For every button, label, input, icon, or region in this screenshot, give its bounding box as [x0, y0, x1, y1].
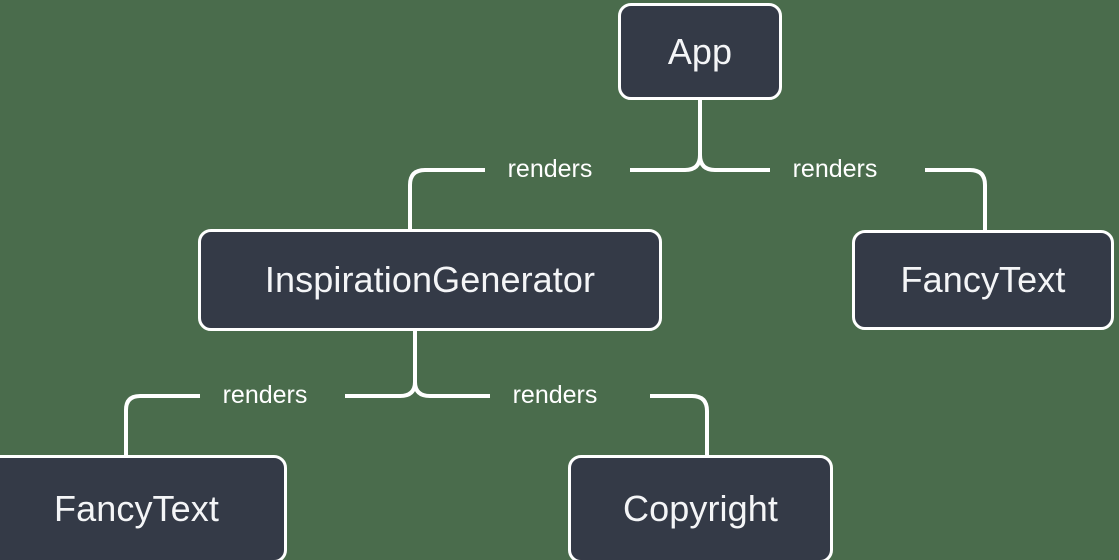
- node-copyright-label: Copyright: [623, 488, 778, 529]
- edge-label-app-to-fancy-text-right: renders: [792, 155, 878, 183]
- node-app[interactable]: App: [618, 3, 782, 100]
- node-copyright[interactable]: Copyright: [568, 455, 833, 560]
- edge-ig-to-fancytext-curve: [345, 381, 417, 398]
- edge-label-inspiration-generator-to-fancy-text: renders: [222, 381, 308, 409]
- node-fancy-text-bottom-left[interactable]: FancyText: [0, 455, 287, 560]
- edge-app-to-fancytext-curve: [698, 154, 770, 172]
- edge-label-inspiration-generator-to-copyright: renders: [512, 381, 598, 409]
- edge-app-to-inspiration-curve: [630, 154, 702, 172]
- edge-ig-to-copyright-curve: [413, 381, 490, 398]
- node-fancy-text-bottom-left-label: FancyText: [54, 488, 219, 529]
- node-inspiration-generator[interactable]: InspirationGenerator: [198, 229, 662, 331]
- node-fancy-text-right-label: FancyText: [900, 259, 1066, 300]
- edge-ig-to-fancytext-drop: [124, 394, 200, 455]
- edge-label-app-to-inspiration-generator: renders: [507, 155, 593, 183]
- node-app-label: App: [667, 30, 733, 72]
- edge-ig-to-copyright-drop: [650, 394, 709, 455]
- edge-app-to-fancytext-drop: [925, 168, 987, 230]
- edge-app-to-inspiration-drop: [408, 168, 485, 229]
- node-inspiration-generator-label: InspirationGenerator: [264, 259, 596, 300]
- node-fancy-text-right[interactable]: FancyText: [852, 230, 1114, 330]
